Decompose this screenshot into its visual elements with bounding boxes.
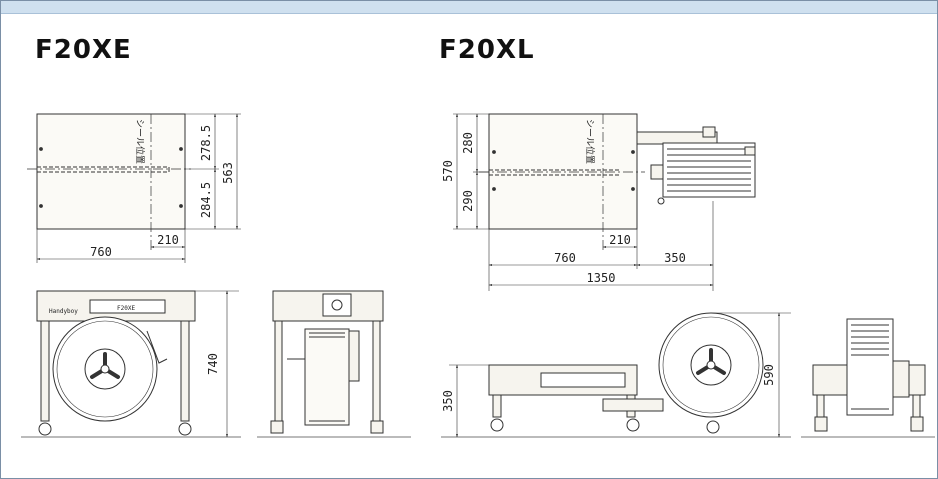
f20xl-seal-label: シール位置: [584, 119, 596, 164]
f20xe-brand: Handyboy: [49, 308, 78, 315]
f20xe-dim-740: 740: [206, 353, 220, 375]
model-title-f20xe: F20XE: [35, 35, 132, 65]
f20xl-side-view: [801, 318, 935, 438]
f20xl-dim-280: 280: [461, 132, 475, 154]
top-bar: [1, 1, 937, 14]
f20xe-front-view: [21, 290, 241, 438]
f20xe-dim-563: 563: [221, 162, 235, 184]
f20xe-panel-model: F20XE: [117, 305, 135, 312]
f20xl-dim-760: 760: [554, 251, 576, 265]
f20xl-top-view: [453, 113, 756, 291]
f20xl-dim-570: 570: [441, 160, 455, 182]
f20xl-dim-210: 210: [609, 233, 631, 247]
f20xl-dim-1350: 1350: [587, 271, 616, 285]
f20xe-side-view: [257, 290, 411, 438]
f20xe-dim-760: 760: [90, 245, 112, 259]
f20xl-dim-350: 350: [664, 251, 686, 265]
f20xl-dim-590: 590: [762, 364, 776, 386]
f20xe-dim-2845: 284.5: [199, 182, 213, 218]
f20xe-dim-2785: 278.5: [199, 125, 213, 161]
f20xe-top-view: [27, 113, 241, 263]
f20xe-seal-label: シール位置: [134, 119, 146, 164]
f20xl-dim-290: 290: [461, 190, 475, 212]
f20xl-front-view: [441, 312, 791, 438]
f20xl-dim-350-height: 350: [441, 390, 455, 412]
f20xe-dim-210: 210: [157, 233, 179, 247]
model-title-f20xl: F20XL: [439, 35, 535, 65]
